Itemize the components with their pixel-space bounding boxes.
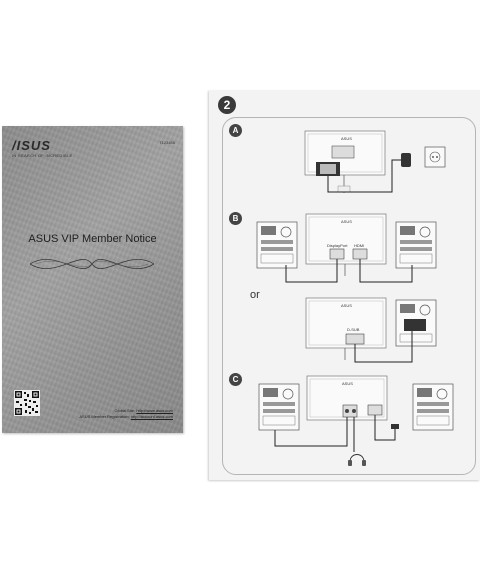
hdmi-label: HDMI: [354, 243, 364, 248]
swirl-ornament: [29, 258, 155, 270]
pc-left-b1: [256, 221, 298, 269]
pc-left-c: [258, 383, 300, 431]
booklet-code: T123456: [159, 140, 175, 145]
pc-right-c: [412, 383, 454, 431]
displayport-cable: [285, 259, 338, 283]
section-c-badge: C: [229, 373, 242, 386]
wall-outlet-icon: [424, 146, 446, 168]
usb-cable: [374, 415, 396, 441]
monitor-rear-a: [304, 130, 386, 193]
vip-notice-booklet: /ISUS IN SEARCH OF INCREDIBLE T123456 AS…: [2, 126, 183, 433]
monitor-brand-a: ASUS: [341, 136, 352, 141]
svg-text:ASUS: ASUS: [342, 381, 353, 386]
dsub-label: D-SUB: [347, 327, 360, 332]
asus-logo: /ISUS: [12, 138, 51, 153]
logo-tagline: IN SEARCH OF INCREDIBLE: [12, 153, 73, 158]
displayport-label: DisplayPort: [327, 243, 348, 248]
pc-right-b1: [395, 221, 437, 269]
power-cable-a: [327, 153, 411, 193]
booklet-links: Global Site: http://www.asus.com ASUS Me…: [79, 408, 173, 420]
section-a-badge: A: [229, 124, 242, 137]
dsub-cable: [354, 331, 413, 363]
section-b-badge: B: [229, 212, 242, 225]
step-number-badge: 2: [218, 96, 236, 114]
monitor-rear-b2: [305, 297, 387, 360]
diagram-panel-frame: [222, 117, 476, 475]
qr-code-icon: [14, 390, 40, 416]
hdmi-cable: [359, 259, 413, 283]
monitor-rear-b1: [305, 213, 387, 276]
or-label: or: [250, 289, 260, 301]
audio-cable: [274, 417, 348, 447]
monitor-rear-c: [306, 375, 388, 421]
link-member-registration: ASUS Member Registration: http://account…: [79, 414, 173, 419]
svg-text:ASUS: ASUS: [341, 219, 352, 224]
link-global-site: Global Site: http://www.asus.com: [114, 408, 174, 413]
headphones-icon: [348, 454, 366, 466]
pc-right-b2: [395, 299, 437, 347]
booklet-title: ASUS VIP Member Notice: [28, 233, 157, 245]
svg-text:ASUS: ASUS: [341, 303, 352, 308]
